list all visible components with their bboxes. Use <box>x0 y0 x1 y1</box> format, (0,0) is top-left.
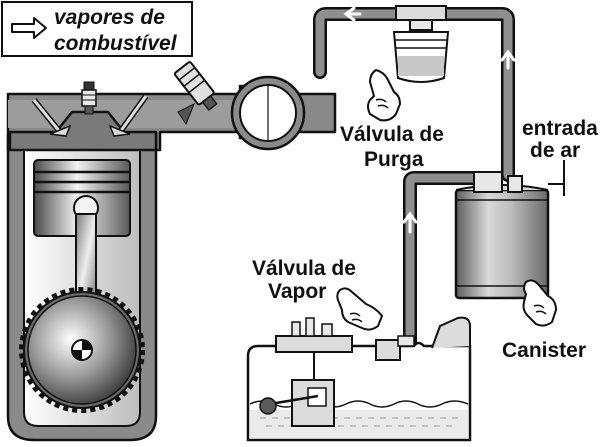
label-purge-valve-line-2: Purga <box>364 148 424 171</box>
label-canister: Canister <box>502 339 586 362</box>
pointing-hand-icon <box>367 69 401 122</box>
flow-arrow-left-icon <box>402 211 418 234</box>
label-air-inlet-line-2: de ar <box>530 139 580 162</box>
flow-arrow-top-icon <box>343 6 362 22</box>
legend-line-1: vapores de <box>54 6 165 29</box>
exhaust-valve <box>108 94 149 137</box>
piston <box>33 159 131 237</box>
arrow-right-outline-icon <box>11 17 47 39</box>
label-air-inlet: entrada de ar <box>522 117 598 162</box>
pointing-hand-icon <box>336 287 383 331</box>
flow-arrow-right-icon <box>500 49 516 70</box>
crankshaft-gear <box>19 287 145 413</box>
legend-line-2: combustível <box>54 32 178 55</box>
fuel-pump-sender <box>259 317 353 427</box>
label-vapor-valve: Válvula de Vapor <box>252 257 356 303</box>
label-vapor-valve-line-1: Válvula de <box>252 257 356 280</box>
spark-plug <box>81 81 97 115</box>
vapor-valve <box>375 335 415 361</box>
pointing-hand-icon <box>522 279 557 327</box>
legend-box: vapores de combustível <box>1 1 193 57</box>
purge-valve <box>392 5 450 83</box>
label-vapor-valve-line-2: Vapor <box>268 280 326 303</box>
canister <box>454 160 565 300</box>
label-purge-valve: Válvula de Purga <box>340 123 444 171</box>
throttle-body <box>230 75 306 151</box>
fuel-injector <box>173 61 218 126</box>
intake-valve <box>31 98 72 137</box>
label-air-inlet-line-1: entrada <box>522 117 598 140</box>
label-purge-valve-line-1: Válvula de <box>340 123 444 146</box>
vapor-hoses <box>313 7 515 359</box>
